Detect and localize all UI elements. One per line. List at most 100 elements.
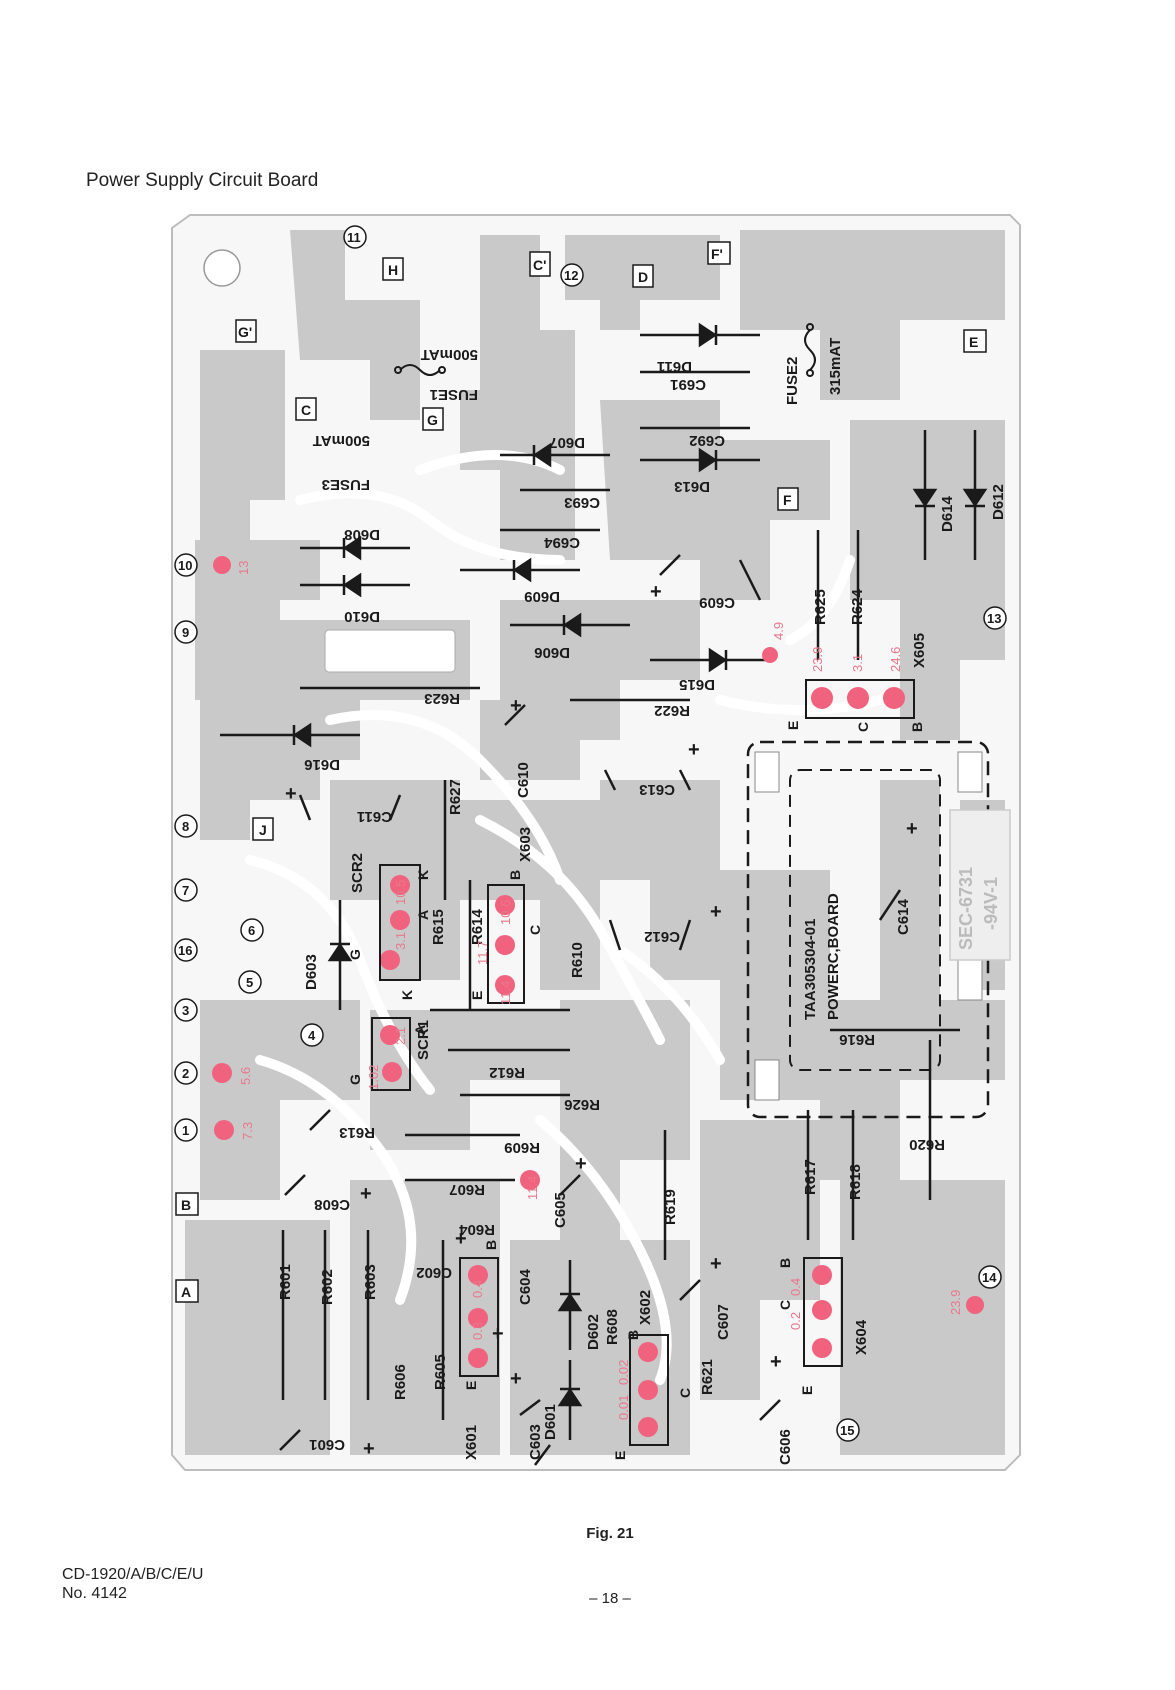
diode-d611-symbol (640, 322, 760, 348)
voltage-7-3: 7.3 (240, 1122, 255, 1140)
diode-d609-symbol (460, 557, 580, 583)
svg-text:+: + (455, 1228, 467, 1250)
marker-b: B (181, 1197, 191, 1213)
label-r623: R623 (424, 690, 460, 707)
label-d608: D608 (344, 526, 380, 543)
label-d615: D615 (679, 676, 715, 693)
voltage-23-9-terminal: 23.9 (948, 1290, 963, 1315)
label-x604: X604 (853, 1319, 870, 1355)
pad-x604-e (812, 1338, 832, 1358)
svg-text:+: + (688, 739, 700, 761)
label-d611: D611 (657, 358, 692, 375)
voltage-readings: 13 4.9 23.9 3.1 24.6 10.5 3.1 10.6 11.7 … (236, 561, 963, 1420)
terminals (174, 225, 1007, 1442)
label-d601: D601 (542, 1404, 559, 1440)
label-r619: R619 (662, 1189, 679, 1225)
label-r606: R606 (392, 1364, 409, 1400)
mounting-hole-top-left (203, 249, 241, 287)
page-number: – 18 – (589, 1590, 631, 1607)
label-d603: D603 (303, 954, 320, 990)
diode-d614-symbol (912, 430, 938, 560)
pad-terminal-2 (212, 1063, 232, 1083)
label-x602: X602 (637, 1290, 654, 1325)
label-r617: R617 (802, 1159, 819, 1195)
device-outlines (371, 679, 915, 1446)
pad-x601-e (468, 1348, 488, 1368)
terminal-9: 9 (182, 625, 189, 640)
terminal-6: 6 (248, 923, 255, 938)
pad-x604-b (812, 1265, 832, 1285)
marker-f-prime: F' (711, 246, 723, 262)
marker-c-prime: C' (533, 257, 546, 273)
stamp-line2: -94V-1 (981, 877, 1001, 930)
label-c608: C608 (314, 1196, 350, 1213)
label-c602: C602 (416, 1264, 452, 1281)
label-d607: D607 (549, 434, 585, 451)
terminal-1: 1 (182, 1123, 189, 1138)
pad-d615 (762, 647, 778, 663)
voltage-11-7: 11.7 (475, 941, 490, 965)
stamp-line1: SEC-6731 (956, 867, 976, 950)
label-r609: R610 (569, 942, 586, 978)
terminal-10: 10 (178, 558, 192, 573)
marker-g-prime: G' (238, 324, 252, 340)
pad-x605-e (811, 687, 833, 709)
svg-text:+: + (575, 1153, 587, 1175)
page-title: Power Supply Circuit Board (86, 170, 319, 191)
terminal-13: 13 (987, 611, 1001, 626)
label-d616: D616 (304, 756, 340, 773)
label-r625: R625 (812, 589, 829, 625)
terminal-7: 7 (182, 883, 189, 898)
label-c692: C692 (689, 432, 725, 449)
pad-r604 (520, 1170, 540, 1190)
label-fuse2: FUSE2 (784, 357, 801, 405)
label-c609: C609 (699, 594, 735, 611)
pin-x602-e: E (612, 1451, 628, 1460)
label-d610: D610 (344, 608, 380, 625)
pad-x605-c (847, 687, 869, 709)
label-c610: C610 (515, 762, 532, 798)
label-scr1: SCR1 (415, 1020, 432, 1060)
svg-text:+: + (650, 581, 662, 603)
diode-d610-symbol (300, 572, 410, 598)
pad-x603-e (495, 975, 515, 995)
module-outline-outer (746, 740, 990, 1119)
pin-x603-e: E (469, 991, 485, 1000)
marker-g: G (427, 412, 438, 428)
label-scr2: SCR2 (349, 853, 366, 893)
label-c604: C604 (517, 1268, 534, 1305)
label-r601: R601 (277, 1264, 294, 1300)
svg-text:+: + (770, 1351, 782, 1373)
board-stamp: SEC-6731 -94V-1 (949, 809, 1011, 961)
label-r607: R607 (449, 1181, 485, 1198)
diode-d608-symbol (300, 535, 410, 561)
marker-h: H (388, 262, 398, 278)
pin-x604-e: E (799, 1386, 815, 1395)
pin-scr1-g: G (347, 1074, 363, 1085)
voltage-11-4-r604: 11.4 (525, 1176, 540, 1200)
pad-scr2-k (390, 875, 410, 895)
label-r613: R613 (339, 1124, 375, 1141)
voltage-1-02: 1.02 (366, 1065, 381, 1090)
pin-scr1-a: A (412, 1025, 428, 1035)
label-r602: R602 (319, 1269, 336, 1305)
marker-e: E (969, 334, 978, 350)
label-fuse3: FUSE3 (322, 476, 370, 493)
pin-scr2-g: G (347, 949, 363, 960)
connector-markers: H C' D F' G' C G E F J B A (175, 241, 987, 1303)
pad-x603-b (495, 895, 515, 915)
fuse-symbols (394, 323, 816, 377)
component-leads (281, 370, 960, 1420)
diode-d606-symbol (510, 612, 630, 638)
diode-d612-symbol (962, 430, 988, 560)
label-d614: D614 (939, 495, 956, 532)
label-d602: D602 (585, 1314, 602, 1350)
label-c612: C612 (644, 928, 680, 945)
label-r615: R615 (430, 909, 447, 945)
svg-text:+: + (285, 783, 297, 805)
label-fuse1-rating: 500mAT (421, 346, 478, 363)
pad-x601-c (468, 1308, 488, 1328)
fuse2-symbol (804, 329, 816, 371)
doc-number: No. 4142 (62, 1585, 127, 1602)
